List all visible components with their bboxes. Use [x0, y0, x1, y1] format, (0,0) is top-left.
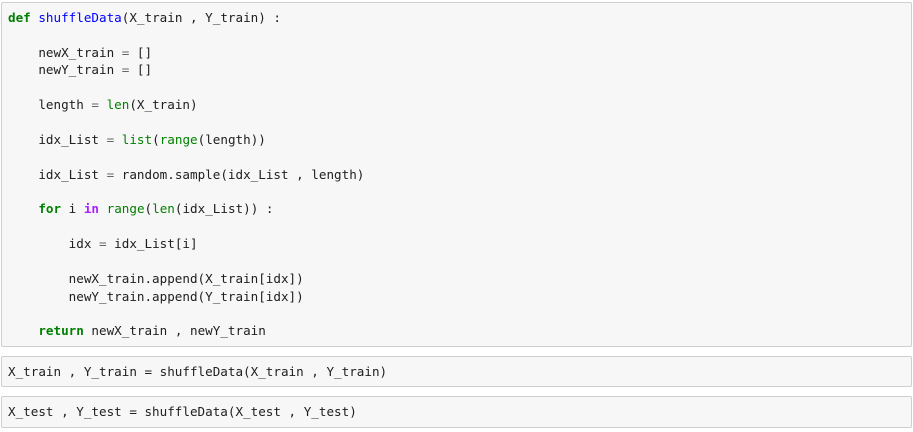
code-token	[8, 201, 38, 216]
code-line: def shuffleData(X_train , Y_train) :	[8, 9, 907, 26]
code-token: range	[159, 131, 198, 147]
code-token: length	[8, 97, 92, 113]
code-token: random.sample(idx_List , length)	[114, 166, 365, 182]
code-line: newX_train = []	[8, 44, 907, 61]
code-line	[8, 253, 907, 270]
code-token: X_train , Y_train = shuffleData(X_train …	[8, 363, 388, 379]
code-token: =	[106, 131, 115, 147]
code-token	[8, 323, 38, 338]
code-token: newX_train , newY_train	[83, 323, 266, 339]
code-line	[8, 305, 907, 322]
code-token	[99, 201, 107, 216]
code-token: len	[106, 97, 130, 113]
code-cell[interactable]: X_test , Y_test = shuffleData(X_test , Y…	[1, 396, 912, 428]
code-line: newY_train.append(Y_train[idx])	[8, 288, 907, 305]
code-token: (	[152, 131, 160, 147]
code-token: in	[83, 201, 100, 217]
code-token: len	[152, 201, 175, 217]
code-token: (idx_List)) :	[174, 201, 274, 217]
code-token: newY_train.append(Y_train[idx])	[8, 288, 304, 304]
code-line	[8, 113, 907, 130]
code-token: (X_train)	[129, 97, 198, 113]
code-token	[99, 97, 107, 112]
code-cell[interactable]: def shuffleData(X_train , Y_train) : new…	[1, 2, 912, 347]
code-editor-area[interactable]: X_train , Y_train = shuffleData(X_train …	[8, 363, 907, 380]
code-line	[8, 218, 907, 235]
code-editor-area[interactable]: def shuffleData(X_train , Y_train) : new…	[8, 9, 907, 340]
code-token: for	[38, 201, 62, 217]
code-line: X_train , Y_train = shuffleData(X_train …	[8, 363, 907, 380]
code-token: (X_train , Y_train) :	[121, 10, 281, 25]
code-token: =	[106, 166, 115, 182]
code-token: (	[144, 201, 153, 217]
code-line: length = len(X_train)	[8, 96, 907, 113]
code-line	[8, 26, 907, 43]
code-cell[interactable]: X_train , Y_train = shuffleData(X_train …	[1, 355, 912, 388]
code-token: return	[38, 323, 84, 339]
code-token: idx_List[i]	[106, 236, 198, 252]
code-line: for i in range(len(idx_List)) :	[8, 200, 907, 217]
code-line: X_test , Y_test = shuffleData(X_test , Y…	[8, 403, 907, 420]
code-line: newY_train = []	[8, 61, 907, 78]
code-token: =	[121, 62, 130, 78]
code-token: newY_train	[8, 62, 122, 78]
code-token: []	[129, 62, 153, 78]
code-line: idx = idx_List[i]	[8, 235, 907, 252]
code-line: return newX_train , newY_train	[8, 322, 907, 339]
code-line	[8, 183, 907, 200]
code-token: list	[121, 131, 153, 147]
code-token: []	[129, 44, 153, 60]
code-line: idx_List = random.sample(idx_List , leng…	[8, 166, 907, 183]
code-token: idx	[8, 236, 99, 252]
code-line: idx_List = list(range(length))	[8, 131, 907, 148]
code-token: =	[91, 97, 99, 113]
code-token: i	[61, 201, 84, 217]
code-token: newX_train	[8, 44, 122, 60]
code-token: range	[106, 201, 145, 217]
code-line: newX_train.append(X_train[idx])	[8, 270, 907, 287]
code-token: =	[99, 236, 107, 252]
code-token: idx_List	[8, 131, 107, 147]
code-line	[8, 79, 907, 96]
code-token: idx_List	[8, 166, 107, 182]
code-editor-area[interactable]: X_test , Y_test = shuffleData(X_test , Y…	[8, 403, 907, 420]
code-line	[8, 148, 907, 165]
code-token: X_test , Y_test = shuffleData(X_test , Y…	[8, 404, 357, 420]
code-token	[114, 132, 122, 147]
code-token: (length))	[197, 131, 266, 147]
code-token: def	[8, 10, 31, 25]
code-token: newX_train.append(X_train[idx])	[8, 271, 304, 287]
code-token: shuffleData	[38, 10, 122, 25]
code-token: =	[121, 44, 130, 60]
